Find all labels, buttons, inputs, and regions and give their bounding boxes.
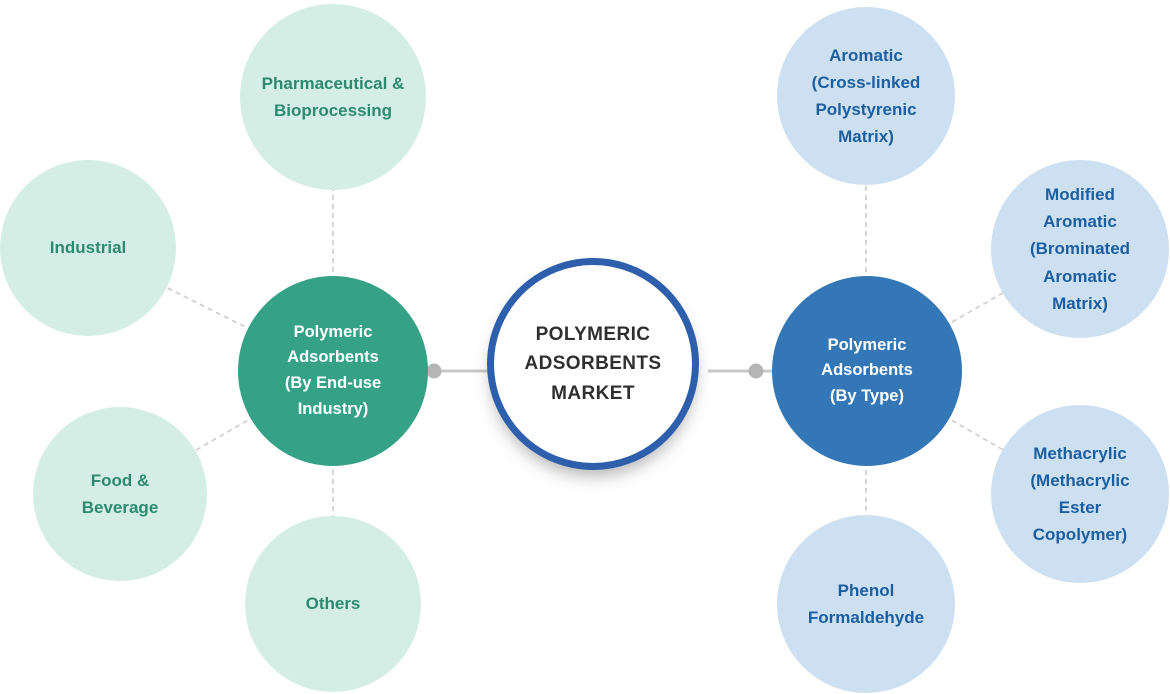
hub-by-end-use-industry: Polymeric Adsorbents (By End-use Industr…: [238, 276, 428, 466]
center-node-market-title: POLYMERIC ADSORBENTS MARKET: [487, 258, 699, 470]
satellite-label: Industrial: [49, 238, 127, 258]
satellite-label: Pharmaceutical & Bioprocessing: [261, 73, 405, 120]
satellite-industrial: Industrial: [0, 160, 176, 336]
satellite-label: Methacrylic (Methacrylic Ester Copolymer…: [1030, 443, 1130, 545]
satellite-label: Others: [305, 594, 361, 614]
satellite-label: Modified Aromatic (Brominated Aromatic M…: [1029, 185, 1131, 313]
hub-by-type: Polymeric Adsorbents (By Type): [772, 276, 962, 466]
satellite-modified-aromatic: Modified Aromatic (Brominated Aromatic M…: [991, 160, 1169, 338]
satellite-pharmaceutical-bioprocessing: Pharmaceutical & Bioprocessing: [240, 4, 426, 190]
satellite-food-beverage: Food & Beverage: [33, 407, 207, 581]
hub-label: Polymeric Adsorbents (By Type): [821, 335, 913, 405]
satellite-methacrylic: Methacrylic (Methacrylic Ester Copolymer…: [991, 405, 1169, 583]
satellite-label: Aromatic (Cross-linked Polystyrenic Matr…: [811, 45, 921, 147]
satellite-others: Others: [245, 516, 421, 692]
connector-dot-left: [426, 363, 442, 379]
hub-label: Polymeric Adsorbents (By End-use Industr…: [284, 322, 382, 418]
connector-dot-right: [748, 363, 764, 379]
page-title: POLYMERIC ADSORBENTS MARKET: [524, 323, 662, 404]
satellite-label: Food & Beverage: [81, 470, 159, 517]
satellite-label: Phenol Formaldehyde: [807, 580, 925, 627]
satellite-phenol-formaldehyde: Phenol Formaldehyde: [777, 515, 955, 693]
satellite-aromatic: Aromatic (Cross-linked Polystyrenic Matr…: [777, 7, 955, 185]
